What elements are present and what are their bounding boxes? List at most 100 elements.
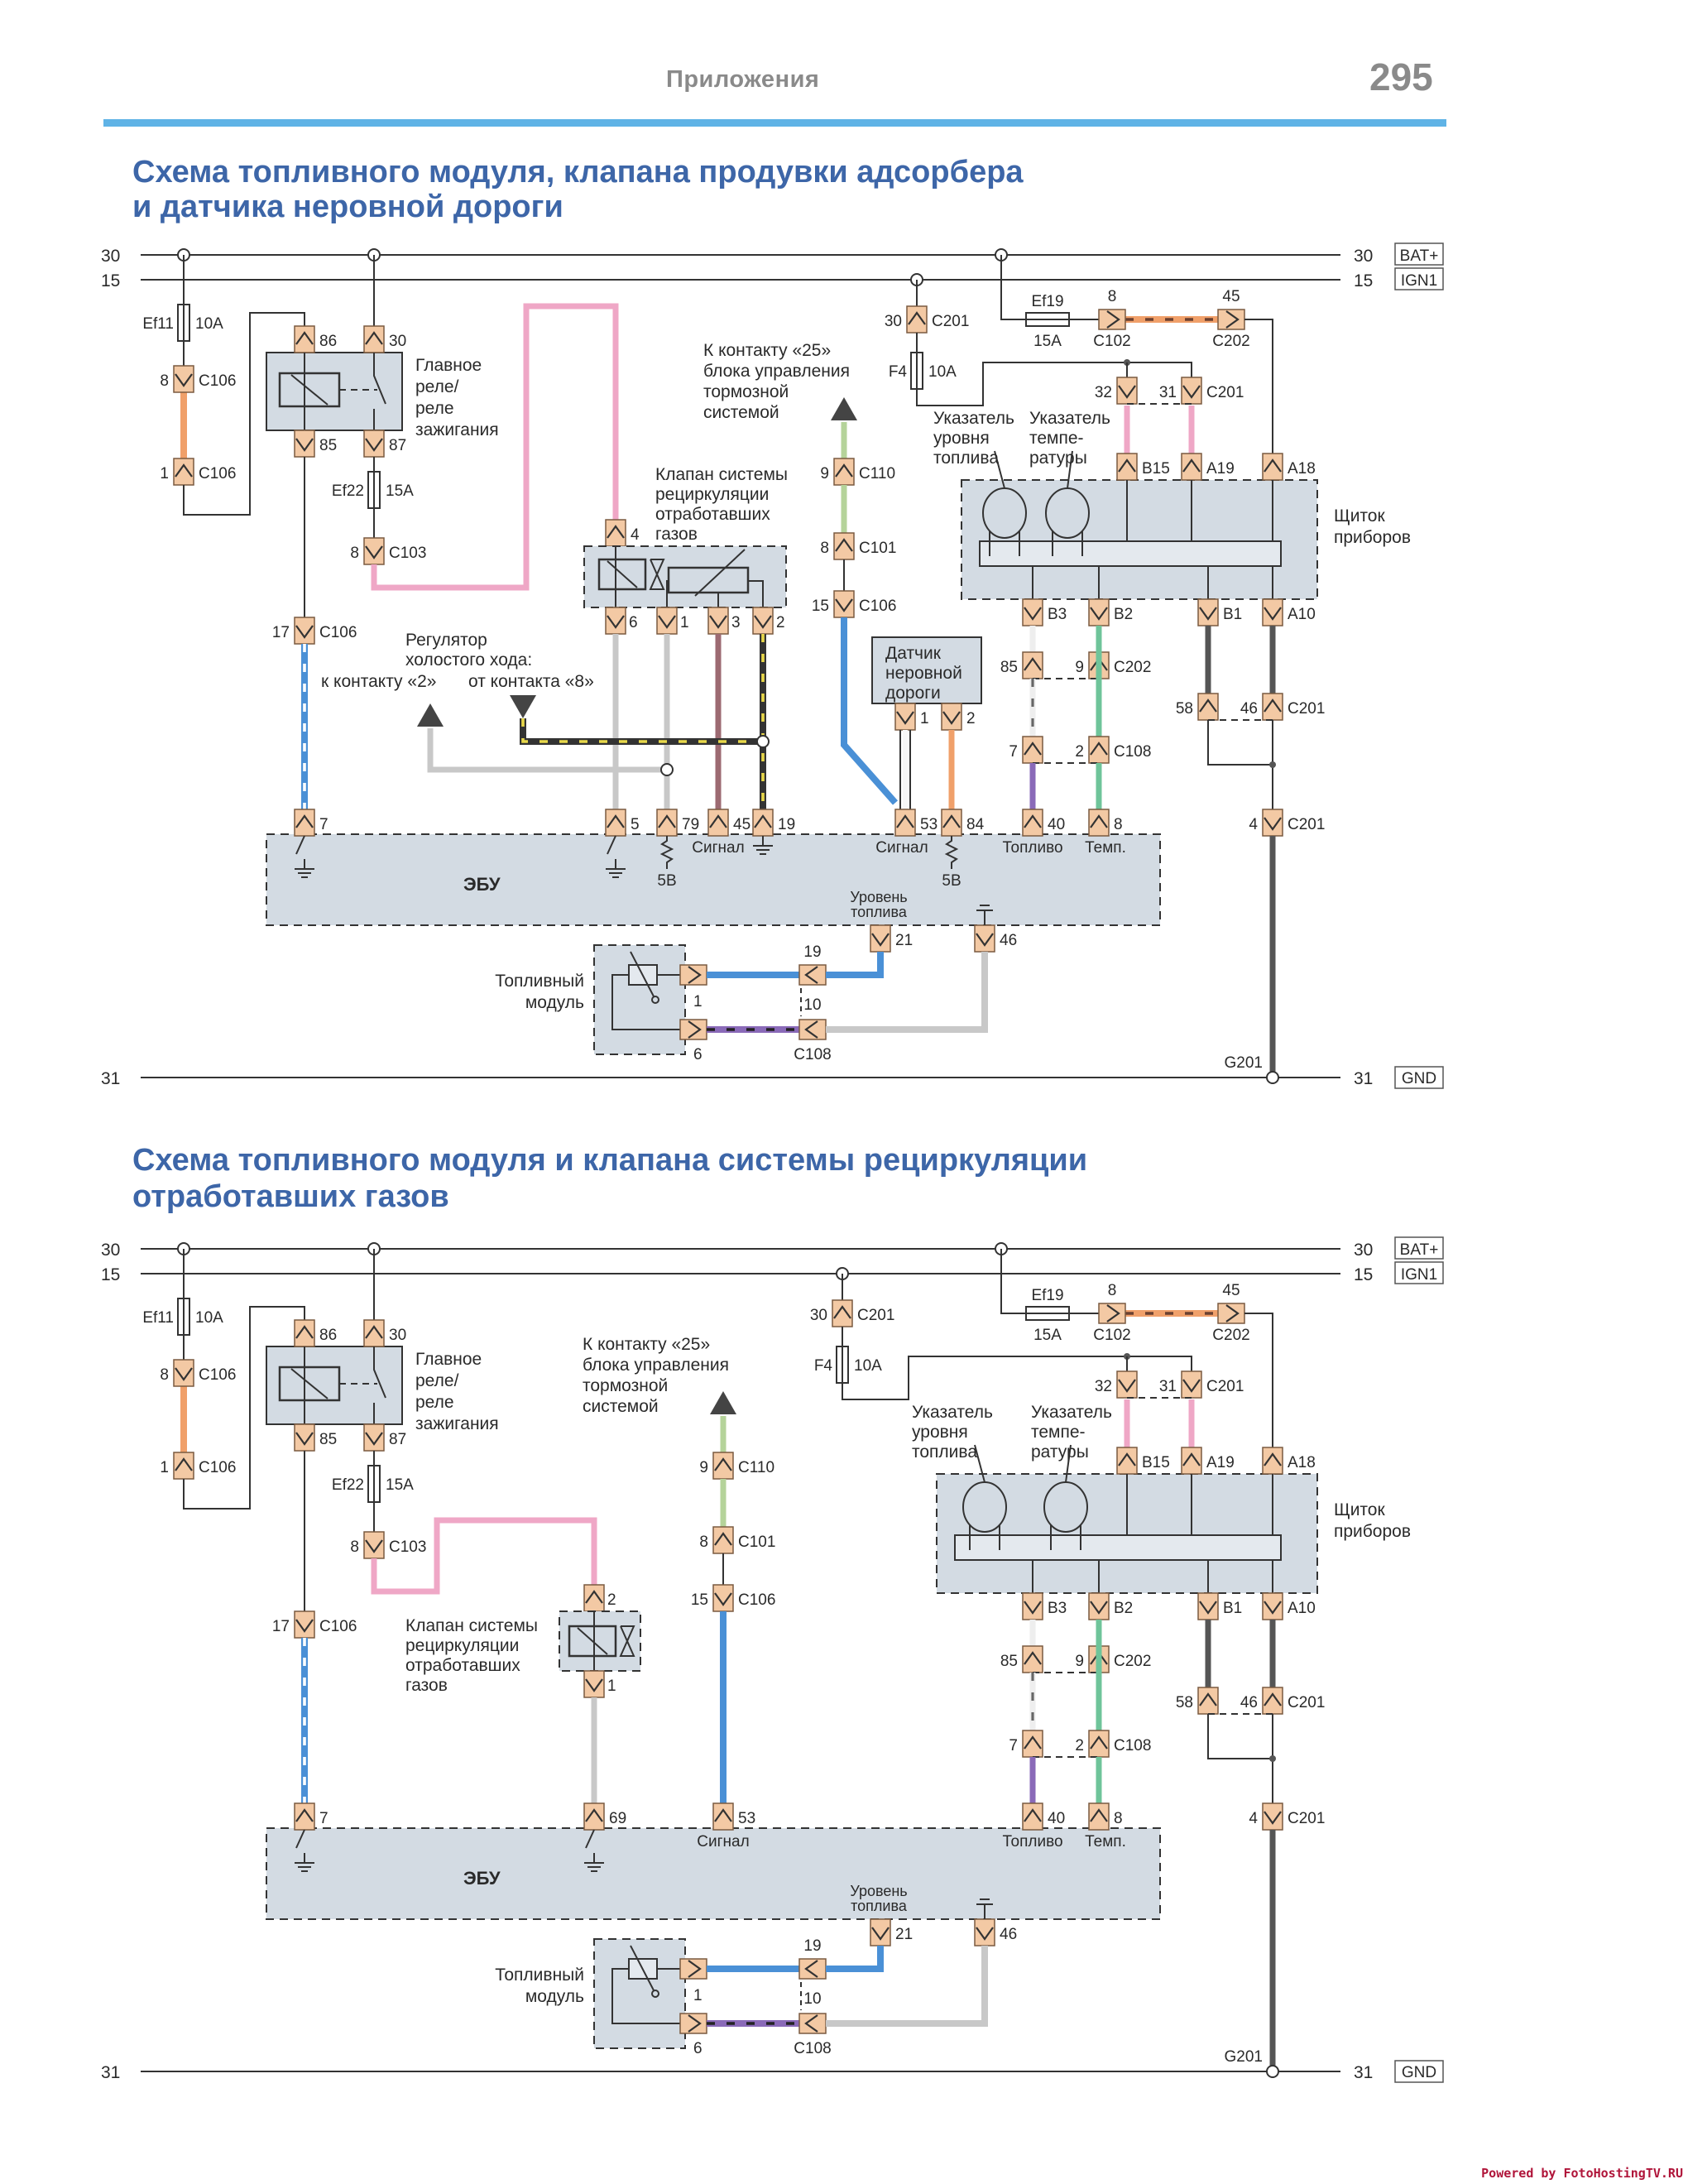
egr-pin-4: 4 — [631, 526, 640, 544]
connector-chevron-icon — [688, 1020, 702, 1039]
bus-31-label-left: 31 — [101, 2063, 120, 2082]
connector-body — [798, 1958, 827, 1980]
connector-body — [712, 1584, 734, 1612]
connector-chevron-icon — [896, 711, 914, 725]
egr-label-1: Клапан системы — [655, 465, 788, 484]
connector-chevron-icon — [295, 438, 314, 452]
connector-relay-87 — [363, 1423, 385, 1452]
connector-chevron-icon — [1199, 1692, 1217, 1706]
fuse-f4-rating: 10A — [928, 363, 957, 381]
connector-body — [1181, 1370, 1202, 1399]
connector-body — [906, 305, 928, 334]
connector-ecu-40 — [1022, 809, 1043, 837]
connector-c201-32 — [1116, 377, 1138, 405]
connector-chevron-icon — [714, 1532, 732, 1546]
connector-c108-2 — [1088, 1730, 1110, 1758]
connector-ecu-19 — [752, 809, 774, 837]
c106-1-pin: 1 — [160, 1459, 169, 1476]
c202-45-pin: 45 — [1222, 1282, 1240, 1299]
brake-note-line-1: К контакту «25» — [583, 1335, 710, 1354]
connector-body — [833, 532, 855, 560]
connector-body — [833, 458, 855, 486]
thin-wire — [1244, 1313, 1273, 1447]
wire-black-yellow-iac — [520, 718, 763, 745]
brake-note-line-3: тормозной — [583, 1376, 668, 1395]
rough-road-sensor — [871, 636, 982, 704]
connector-relay-30 — [363, 325, 385, 353]
connector-relay-87 — [363, 430, 385, 458]
fuse-ef22-rating: 15A — [386, 1476, 414, 1494]
connector-chevron-icon — [754, 615, 772, 629]
connector-body — [833, 590, 855, 618]
thin-wire — [183, 312, 305, 516]
connector-chevron-icon — [1090, 1601, 1108, 1615]
c106-label-b: C106 — [199, 1459, 236, 1476]
connector-body — [173, 365, 194, 393]
connector-relay-85 — [294, 430, 315, 458]
connector-chevron-icon — [295, 814, 314, 828]
c108-7-pin: 7 — [1009, 1737, 1018, 1754]
connector-chevron-icon — [1106, 310, 1120, 329]
connector-c108-7 — [1022, 736, 1043, 764]
splice-dot — [1269, 1755, 1276, 1762]
connector-chevron-icon — [1264, 1692, 1282, 1706]
connector-body — [363, 325, 385, 353]
thin-wire — [607, 560, 638, 588]
ecu-5v-label-a: 5В — [657, 872, 676, 890]
iac-note-line-1: Регулятор — [405, 631, 487, 650]
connector-chevron-icon — [365, 1432, 383, 1446]
c102-label: C102 — [1093, 333, 1130, 350]
connector-c202-45 — [1217, 309, 1245, 330]
cluster-pin-b1: B1 — [1223, 1600, 1242, 1617]
connector-body — [679, 964, 707, 986]
c201-31-pin: 31 — [1159, 1378, 1177, 1395]
fuel-float-icon — [651, 996, 659, 1004]
fuel-gauge-label-2: уровня — [912, 1423, 968, 1442]
thin-wire — [611, 1968, 680, 2024]
connector-c101-8 — [833, 532, 855, 560]
connector-egr-pin-6 — [605, 607, 626, 635]
ecu-signal-label: Сигнал — [697, 1833, 749, 1850]
connector-chevron-icon — [714, 1457, 732, 1471]
connector-chevron-icon — [658, 615, 676, 629]
c201-label-b: C201 — [1206, 1378, 1244, 1395]
connector-chevron-icon — [1199, 1601, 1217, 1615]
connector-c106-8 — [173, 1359, 194, 1387]
bus-31-label-right: 31 — [1354, 1069, 1373, 1088]
connector-body — [363, 430, 385, 458]
connector-cluster-bottom-0 — [1022, 598, 1043, 626]
connector-chevron-icon — [1118, 385, 1136, 399]
cluster-pin-a18: A18 — [1288, 460, 1316, 478]
relay-switch-icon — [373, 353, 386, 405]
c201-label-d: C201 — [1288, 1810, 1325, 1827]
ecu-fuel-level-2: топлива — [851, 1898, 908, 1914]
temp-gauge-label-2: темпе- — [1031, 1423, 1086, 1442]
connector-body — [1088, 736, 1110, 764]
connector-c108-19 — [798, 964, 827, 986]
connector-chevron-icon — [688, 1960, 702, 1978]
ign-badge-label: IGN1 — [1401, 1266, 1437, 1284]
c201-30-pin: 30 — [810, 1307, 827, 1324]
c106-label-b: C106 — [199, 465, 236, 482]
bus-30-label-left: 30 — [101, 1241, 120, 1260]
fuel-pin-1: 1 — [693, 1987, 703, 2004]
c202-label: C202 — [1212, 1327, 1249, 1344]
fuel-gauge-label-3: топлива — [933, 449, 999, 468]
c108-19-pin: 19 — [803, 1937, 821, 1955]
ecu-fuel-label: Топливо — [1002, 839, 1062, 857]
page-number: 295 — [1369, 55, 1433, 98]
connector-body — [870, 924, 891, 953]
connector-body — [798, 2013, 827, 2034]
gnd-badge-label: GND — [1402, 2064, 1436, 2081]
connector-chevron-icon — [365, 438, 383, 452]
connector-body — [1181, 453, 1202, 481]
connector-chevron-icon — [585, 1590, 603, 1604]
fuse-ef11-rating: 10A — [195, 1309, 223, 1327]
connector-body — [712, 1526, 734, 1554]
c110-label: C110 — [738, 1459, 774, 1476]
connector-body — [1116, 1447, 1138, 1475]
connector-chevron-icon — [1118, 458, 1136, 473]
connector-chevron-icon — [1182, 1379, 1201, 1393]
connector-body — [798, 1019, 827, 1040]
connector-fuel-6 — [679, 1019, 707, 1040]
